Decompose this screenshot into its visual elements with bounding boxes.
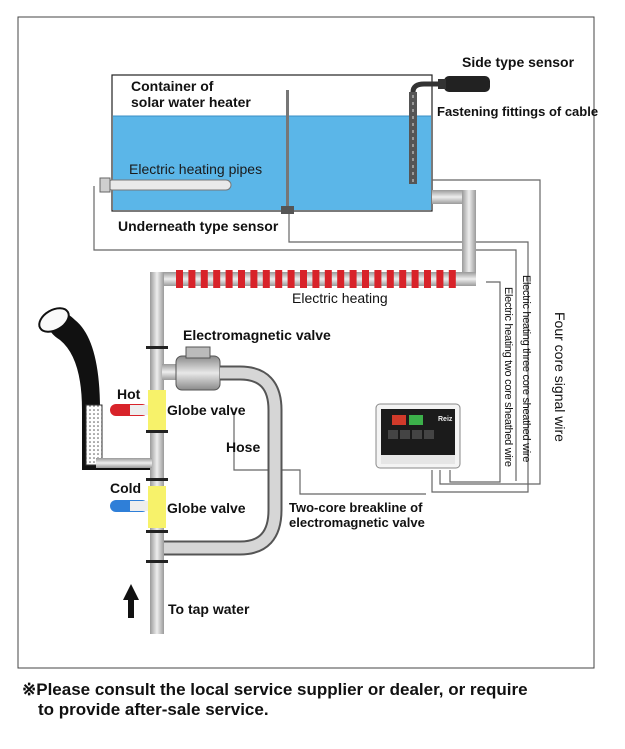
globe-valve-hot [148,390,166,430]
heating-segment [374,270,382,288]
label-cold: Cold [110,480,142,496]
heating-segment [200,270,208,288]
pipe-joints [146,346,168,563]
signal-wires [93,179,541,495]
electric-heating-segments [176,270,456,288]
hot-handle [110,404,148,416]
globe-valve-cold [148,486,166,528]
label-heating-pipes: Electric heating pipes [129,161,263,177]
hose [164,365,283,556]
heating-segment [238,270,245,288]
arrow-up-icon [123,584,139,618]
underneath-sensor-rod [281,90,294,214]
heating-segment [399,270,407,288]
label-container: Container of solar water heater [131,78,251,110]
heating-segment [312,270,320,288]
label-breakline-line2: electromagnetic valve [289,515,425,530]
controller-unit [375,403,461,469]
side-sensor [409,76,490,184]
label-container-line1: Container of [131,78,214,94]
service-note-line1: ※Please consult the local service suppli… [22,680,528,699]
heating-segment [362,270,369,288]
heating-segment [324,270,332,288]
heating-segment [250,270,258,288]
label-globe-valve-1: Globe valve [167,402,246,418]
heating-segment [337,270,345,288]
heating-segment [188,270,196,288]
label-three-core: Electric heating three core sheathed wir… [520,275,532,463]
heating-segment [436,270,444,288]
heating-segment [213,270,221,288]
cold-handle [110,500,148,512]
heating-segment [349,270,357,288]
heating-segment [300,270,307,288]
label-hose: Hose [226,439,261,455]
label-em-valve: Electromagnetic valve [183,327,331,343]
heating-segment [275,270,283,288]
electromagnetic-valve [162,346,221,391]
label-globe-valve-2: Globe valve [167,500,246,516]
electric-heating-pipe [99,177,232,193]
label-side-sensor: Side type sensor [462,54,575,70]
label-four-core: Four core signal wire [552,312,568,442]
heating-segment [287,270,295,288]
label-fastening: Fastening fittings of cable [437,104,599,119]
shower-head [38,307,152,470]
label-tap-water: To tap water [168,601,250,617]
heating-segment [386,270,394,288]
service-note: ※Please consult the local service suppli… [22,680,528,720]
service-note-line2: to provide after-sale service. [38,700,269,719]
heating-segment [411,270,419,288]
label-underneath-sensor: Underneath type sensor [118,218,279,234]
tank-water [113,116,431,210]
heating-segment [262,270,270,288]
heating-segment [225,270,233,288]
heating-segment [448,270,456,288]
label-controller-brand: Reiz [438,416,453,423]
label-container-line2: solar water heater [131,94,251,110]
heating-segment [176,270,183,288]
label-breakline: Two-core breakline of electromagnetic va… [289,500,425,530]
label-breakline-line1: Two-core breakline of [289,500,423,515]
label-two-core: Electric heating two core sheathed wire [502,287,514,467]
label-hot: Hot [117,386,141,402]
label-electric-heating: Electric heating [292,290,388,306]
heating-segment [424,270,431,288]
